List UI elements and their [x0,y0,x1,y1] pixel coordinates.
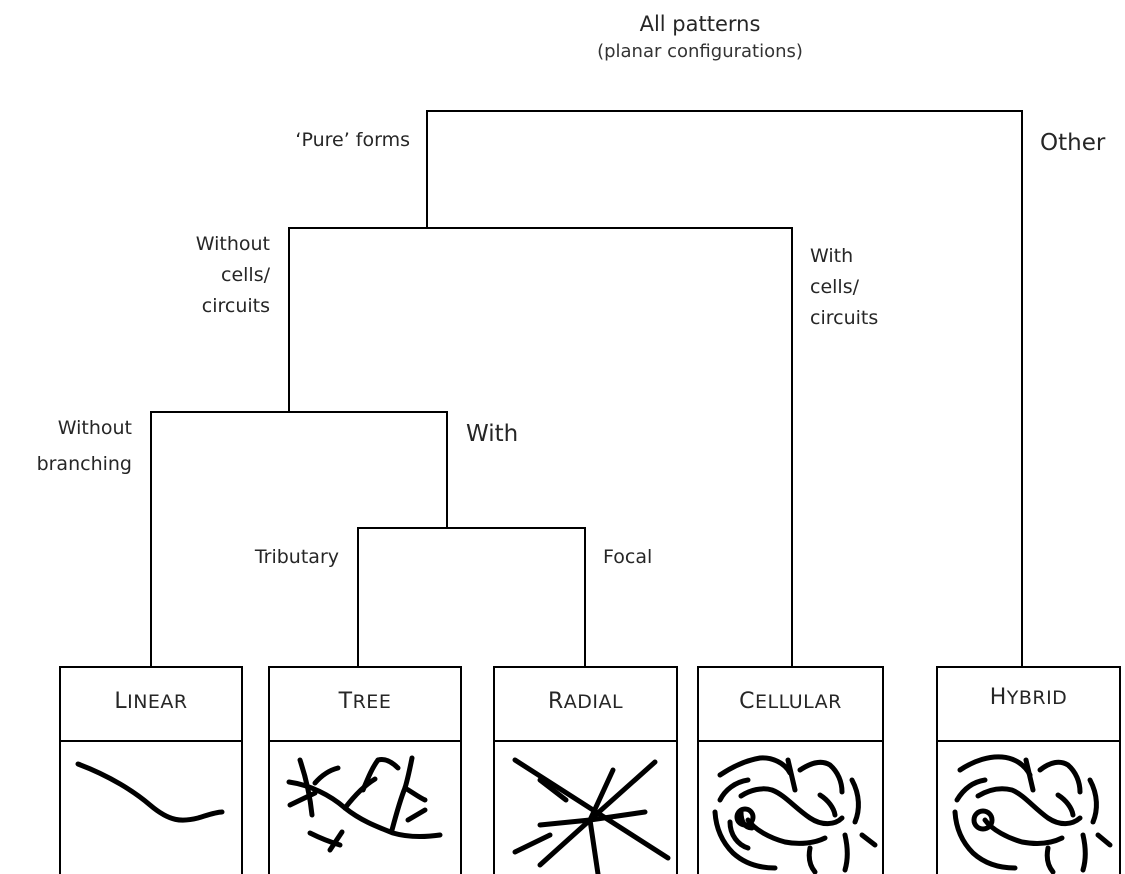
edge-tributary-focal [357,527,586,667]
label-without-branching-2: branching [36,453,132,475]
label-without-cells-2: cells/ [221,264,270,286]
hybrid-pattern-icon [952,754,1113,874]
label-without-cells-1: Without [195,233,270,255]
diagram-subtitle: (planar configurations) [597,41,803,62]
label-pure-forms: ‘Pure’ forms [295,129,410,151]
cellular-title-box [697,666,884,742]
cellular-pattern-icon [712,755,878,874]
label-with-cells-1: With [810,245,854,267]
label-with-cells-2: cells/ [810,276,859,298]
radial-title-box [493,666,678,742]
hybrid-title-box [936,666,1121,742]
hybrid-image-frame [936,741,1121,874]
diagram-title: All patterns [639,12,761,36]
tree-title-box [268,666,462,742]
cellular-image-frame [697,741,884,874]
tree-pattern-icon [286,755,443,853]
edge-branching-split [150,411,448,667]
radial-pattern-icon [512,757,671,874]
edge-cells-split [288,227,793,667]
label-with: With [466,421,519,447]
label-focal: Focal [603,546,653,568]
category-linear: Linear [114,689,188,714]
edge-root [426,110,1023,667]
label-with-cells-3: circuits [810,307,879,329]
category-tree: Tree [338,689,392,714]
linear-pattern-icon [75,761,225,823]
label-tributary: Tributary [254,546,339,568]
linear-image-frame [59,741,243,874]
linear-title-box [59,666,243,742]
label-without-cells-3: circuits [201,295,270,317]
category-radial: Radial [547,689,624,714]
label-other: Other [1040,130,1106,156]
tree-image-frame [268,741,462,874]
radial-image-frame [493,741,678,874]
category-cellular: Cellular [739,689,842,714]
category-hybrid: Hybrid [989,685,1068,710]
label-without-branching-1: Without [57,417,132,439]
